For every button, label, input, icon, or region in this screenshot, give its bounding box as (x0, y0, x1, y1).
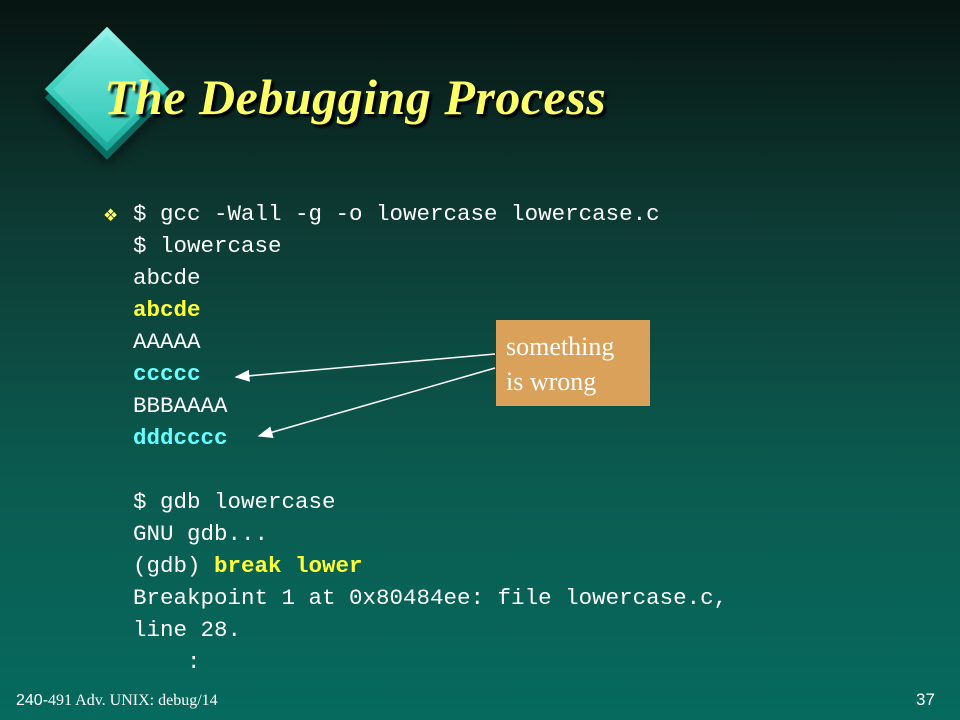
footer-course-number: 240- (16, 692, 49, 709)
footer-course-text: 491 Adv. UNIX: debug/14 (48, 692, 218, 709)
code-listing: $ gcc -Wall -g -o lowercase lowercase.c … (133, 196, 727, 676)
footer-course: 240-491 Adv. UNIX: debug/14 (16, 692, 218, 710)
arrow-to-ccccc (234, 353, 496, 382)
arrow-to-dddcccc (257, 367, 496, 439)
gdb-prompt: (gdb) (133, 553, 215, 579)
code-line: line 28. (133, 617, 242, 643)
slide-title: The Debugging Process (104, 69, 607, 125)
code-line-output: abcde (133, 297, 201, 323)
page-number: 37 (916, 690, 935, 709)
code-line-output-wrong: dddcccc (133, 425, 228, 451)
callout-box: something is wrong (496, 320, 650, 406)
code-line: $ gcc -Wall -g -o lowercase lowercase.c (133, 201, 660, 227)
code-line: Breakpoint 1 at 0x80484ee: file lowercas… (133, 585, 728, 611)
code-line: abcde (133, 265, 201, 291)
diamond-bullet-icon: ❖ (103, 206, 119, 225)
code-line-output-wrong: ccccc (133, 361, 201, 387)
code-line-continuation: : (133, 649, 201, 675)
code-line: $ lowercase (133, 233, 282, 259)
gdb-command-highlight: break lower (214, 553, 363, 579)
callout-line: is wrong (506, 367, 597, 396)
callout-line: something (506, 332, 615, 361)
code-line: AAAAA (133, 329, 201, 355)
code-line: $ gdb lowercase (133, 489, 336, 515)
code-line-gdb-command: (gdb) break lower (133, 548, 727, 580)
code-line: BBBAAAA (133, 393, 228, 419)
code-line: GNU gdb... (133, 521, 269, 547)
